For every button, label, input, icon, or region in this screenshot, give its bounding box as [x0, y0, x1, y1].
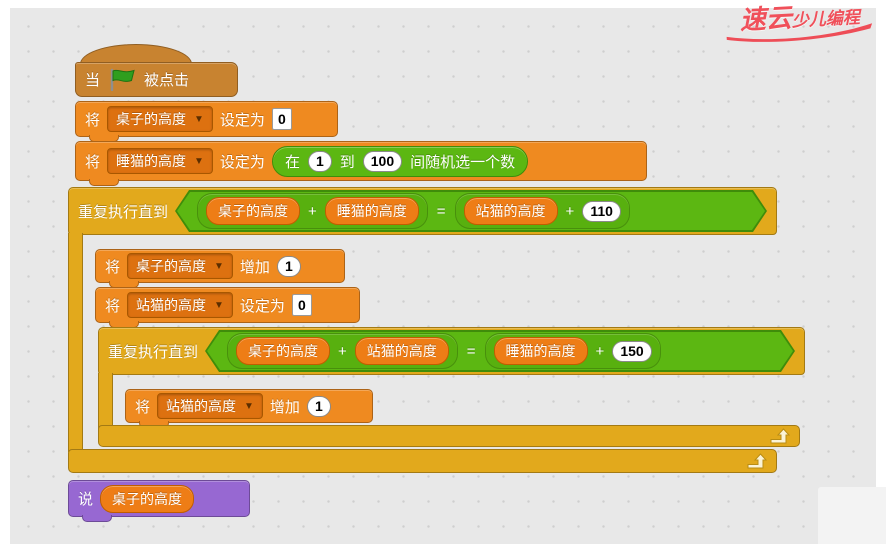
change-verb: 将	[135, 398, 151, 416]
random-max-input[interactable]: 100	[362, 150, 403, 172]
number-input[interactable]: 110	[582, 201, 621, 222]
change-standcat-height-block[interactable]: 将 站猫的高度 ▼ 增加 1	[125, 389, 373, 428]
equals-sign: =	[436, 202, 446, 220]
chevron-down-icon: ▼	[214, 260, 224, 272]
hat-label-suffix: 被点击	[144, 72, 190, 89]
set-sleepcat-height-block[interactable]: 将 睡猫的高度 ▼ 设定为 在 1 到 100 间随机选一个数	[75, 141, 647, 186]
add-operator-left[interactable]: 桌子的高度 + 睡猫的高度	[197, 193, 428, 229]
plus-sign: +	[308, 202, 317, 220]
random-label-2: 到	[339, 153, 355, 171]
value-input[interactable]: 1	[276, 255, 301, 277]
plus-sign: +	[595, 342, 605, 360]
variable-dropdown[interactable]: 站猫的高度 ▼	[127, 292, 233, 318]
change-action: 增加	[239, 258, 270, 276]
loop-arrow-icon	[746, 452, 768, 470]
set-action: 设定为	[219, 153, 265, 171]
hat-label-prefix: 当	[85, 72, 101, 89]
dropdown-value: 桌子的高度	[116, 111, 187, 127]
dropdown-value: 站猫的高度	[136, 297, 207, 313]
set-table-height-block[interactable]: 将 桌子的高度 ▼ 设定为 0	[75, 101, 338, 142]
set-action: 设定为	[219, 111, 265, 129]
equals-condition[interactable]: 桌子的高度 + 站猫的高度 = 睡猫的高度 + 150	[205, 330, 795, 372]
highlight-patch	[818, 487, 886, 544]
change-verb: 将	[105, 258, 121, 276]
set-verb: 将	[105, 297, 121, 315]
number-input[interactable]: 150	[612, 341, 651, 362]
repeat-until-outer-block[interactable]: 重复执行直到 桌子的高度 + 睡猫的高度 = 站猫的高度 + 110	[68, 187, 777, 235]
random-label-1: 在	[284, 153, 300, 171]
equals-condition[interactable]: 桌子的高度 + 睡猫的高度 = 站猫的高度 + 110	[175, 190, 767, 232]
dropdown-value: 睡猫的高度	[116, 153, 187, 169]
add-operator-right[interactable]: 睡猫的高度 + 150	[485, 333, 661, 369]
dropdown-value: 站猫的高度	[166, 398, 237, 414]
chevron-down-icon: ▼	[214, 299, 224, 311]
variable-dropdown[interactable]: 睡猫的高度 ▼	[107, 148, 213, 174]
variable-dropdown[interactable]: 桌子的高度 ▼	[107, 106, 213, 132]
say-block[interactable]: 说 桌子的高度	[68, 480, 250, 522]
random-label-3: 间随机选一个数	[410, 153, 516, 171]
variable-reporter[interactable]: 站猫的高度	[464, 197, 558, 225]
variable-reporter[interactable]: 桌子的高度	[206, 197, 300, 225]
variable-reporter[interactable]: 桌子的高度	[100, 484, 195, 513]
loop-arrow-icon	[769, 427, 791, 445]
plus-sign: +	[338, 342, 347, 360]
dropdown-value: 桌子的高度	[136, 258, 207, 274]
repeat-until-inner-block[interactable]: 重复执行直到 桌子的高度 + 站猫的高度 = 睡猫的高度 + 150	[98, 327, 805, 375]
repeat-until-label: 重复执行直到	[78, 203, 169, 221]
repeat-until-label: 重复执行直到	[108, 343, 199, 361]
chevron-down-icon: ▼	[194, 113, 204, 125]
repeat-inner-bottom-bar[interactable]	[98, 425, 800, 447]
pick-random-block[interactable]: 在 1 到 100 间随机选一个数	[271, 145, 529, 177]
brand-watermark: 速云少儿编程	[717, 0, 883, 48]
variable-reporter[interactable]: 站猫的高度	[355, 337, 449, 365]
add-operator-left[interactable]: 桌子的高度 + 站猫的高度	[227, 333, 458, 369]
repeat-outer-left-arm[interactable]	[68, 233, 83, 452]
set-action: 设定为	[239, 297, 285, 315]
change-action: 增加	[269, 398, 300, 416]
value-input[interactable]: 1	[306, 395, 331, 417]
variable-reporter[interactable]: 睡猫的高度	[325, 197, 419, 225]
change-table-height-block[interactable]: 将 桌子的高度 ▼ 增加 1	[95, 249, 345, 288]
random-min-input[interactable]: 1	[307, 150, 332, 172]
chevron-down-icon: ▼	[244, 400, 254, 412]
green-flag-icon	[107, 68, 137, 91]
variable-dropdown[interactable]: 桌子的高度 ▼	[127, 253, 233, 279]
when-green-flag-clicked-block[interactable]: 当 被点击	[75, 62, 238, 97]
set-standcat-height-block[interactable]: 将 站猫的高度 ▼ 设定为 0	[95, 287, 360, 328]
set-verb: 将	[85, 111, 101, 129]
repeat-inner-left-arm[interactable]	[98, 373, 113, 429]
watermark-underline-swoosh	[726, 23, 873, 42]
variable-reporter[interactable]: 睡猫的高度	[494, 337, 588, 365]
set-verb: 将	[85, 153, 101, 171]
variable-reporter[interactable]: 桌子的高度	[236, 337, 330, 365]
equals-sign: =	[466, 342, 476, 360]
add-operator-right[interactable]: 站猫的高度 + 110	[455, 193, 630, 229]
value-input[interactable]: 0	[291, 294, 312, 316]
variable-dropdown[interactable]: 站猫的高度 ▼	[157, 393, 263, 419]
say-verb: 说	[78, 491, 94, 508]
value-input[interactable]: 0	[271, 108, 292, 130]
chevron-down-icon: ▼	[194, 155, 204, 167]
repeat-outer-bottom-bar[interactable]	[68, 449, 777, 473]
plus-sign: +	[565, 202, 575, 220]
